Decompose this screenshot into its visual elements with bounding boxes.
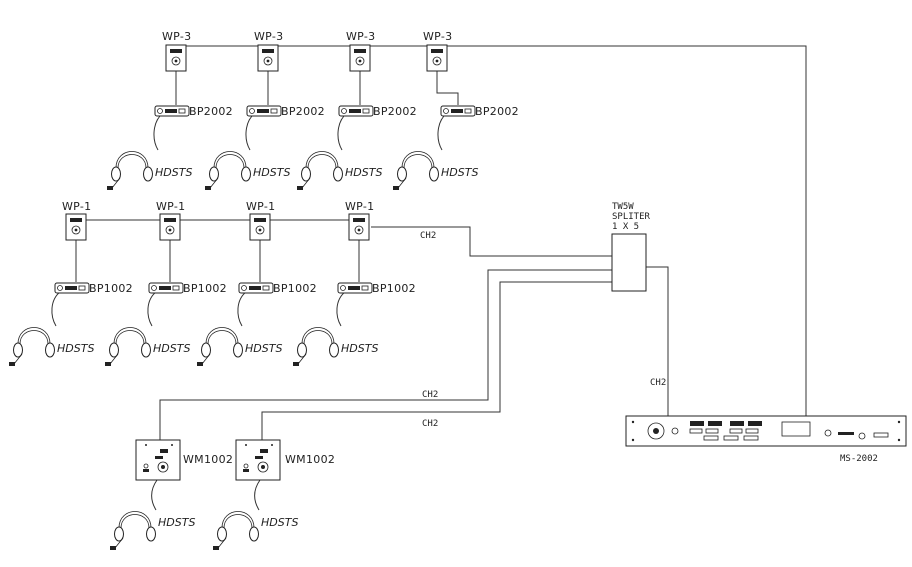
headset-mid-3: HDSTS	[196, 327, 282, 367]
headset-mid-1: HDSTS	[8, 327, 94, 367]
wp3-panel-1: WP-3	[162, 30, 191, 72]
master-station-label: MS-2002	[840, 454, 878, 464]
wp3-panel-4: WP-3	[423, 30, 452, 72]
wp1-label: WP-1	[246, 200, 275, 213]
headset-top-1: HDSTS	[106, 151, 192, 191]
wp1-panel-1: WP-1	[62, 200, 91, 241]
headset-label: HDSTS	[155, 166, 192, 179]
bp2002-beltpack-4: BP2002	[440, 105, 519, 118]
bp1002-beltpack-1: BP1002	[54, 282, 133, 295]
wp1-panel-3: WP-1	[246, 200, 275, 241]
wp1-label: WP-1	[345, 200, 374, 213]
wp1-label: WP-1	[62, 200, 91, 213]
channel-label-ch2: CH2	[420, 231, 436, 241]
headset-icon	[392, 151, 439, 191]
wp3-panel-3: WP-3	[346, 30, 375, 72]
channel-label-ch2: CH2	[422, 390, 438, 400]
headset-label: HDSTS	[341, 342, 378, 355]
headset-icon	[292, 327, 339, 367]
headset-mid-2: HDSTS	[104, 327, 190, 367]
headset-bottom-1: HDSTS	[109, 511, 195, 551]
wp3-label: WP-3	[346, 30, 375, 43]
bp1002-beltpack-4: BP1002	[337, 282, 416, 295]
wm1002-station-1: WM1002	[135, 439, 233, 481]
wp1-panel-2: WP-1	[156, 200, 185, 241]
bp2002-beltpack-3: BP2002	[338, 105, 417, 118]
headset-label: HDSTS	[245, 342, 282, 355]
bp2002-label: BP2002	[281, 105, 325, 118]
headset-icon	[296, 151, 343, 191]
headset-label: HDSTS	[158, 516, 195, 529]
bp1002-label: BP1002	[89, 282, 133, 295]
headset-top-4: HDSTS	[392, 151, 478, 191]
splitter-box	[611, 233, 647, 292]
bp1002-beltpack-2: BP1002	[148, 282, 227, 295]
headset-icon	[106, 151, 153, 191]
headset-icon	[8, 327, 55, 367]
headset-label: HDSTS	[441, 166, 478, 179]
headset-mid-4: HDSTS	[292, 327, 378, 367]
headset-icon	[212, 511, 259, 551]
splitter-label-type: SPLITER	[612, 212, 651, 222]
wiring	[51, 45, 807, 511]
headset-label: HDSTS	[345, 166, 382, 179]
headset-icon	[104, 327, 151, 367]
headset-label: HDSTS	[57, 342, 94, 355]
bp1002-label: BP1002	[372, 282, 416, 295]
bp2002-beltpack-2: BP2002	[246, 105, 325, 118]
tw5w-splitter: TW5W SPLITER 1 X 5	[611, 202, 651, 292]
master-station-panel	[625, 415, 907, 447]
wp1-panel-4: WP-1	[345, 200, 374, 241]
wp3-label: WP-3	[254, 30, 283, 43]
wp3-label: WP-3	[162, 30, 191, 43]
headset-top-3: HDSTS	[296, 151, 382, 191]
channel-label-ch2: CH2	[650, 378, 666, 388]
splitter-label-ratio: 1 X 5	[612, 222, 639, 232]
bp2002-label: BP2002	[475, 105, 519, 118]
wm1002-label: WM1002	[285, 453, 335, 466]
headset-label: HDSTS	[153, 342, 190, 355]
splitter-label-model: TW5W	[612, 202, 634, 212]
headset-icon	[204, 151, 251, 191]
headset-icon	[196, 327, 243, 367]
headset-label: HDSTS	[261, 516, 298, 529]
headset-icon	[109, 511, 156, 551]
bp1002-beltpack-3: BP1002	[238, 282, 317, 295]
bp1002-label: BP1002	[183, 282, 227, 295]
wp1-label: WP-1	[156, 200, 185, 213]
channel-label-ch2: CH2	[422, 419, 438, 429]
headset-label: HDSTS	[253, 166, 290, 179]
wm1002-station-2: WM1002	[235, 439, 335, 481]
bp2002-label: BP2002	[189, 105, 233, 118]
wm1002-label: WM1002	[183, 453, 233, 466]
bp2002-label: BP2002	[373, 105, 417, 118]
wp3-panel-2: WP-3	[254, 30, 283, 72]
wp3-label: WP-3	[423, 30, 452, 43]
headset-bottom-2: HDSTS	[212, 511, 298, 551]
bp2002-beltpack-1: BP2002	[154, 105, 233, 118]
bp1002-label: BP1002	[273, 282, 317, 295]
headset-top-2: HDSTS	[204, 151, 290, 191]
display-window	[781, 421, 811, 437]
ms2002-master-station: MS-2002	[625, 415, 907, 464]
xlr-connector-icon	[647, 422, 665, 440]
